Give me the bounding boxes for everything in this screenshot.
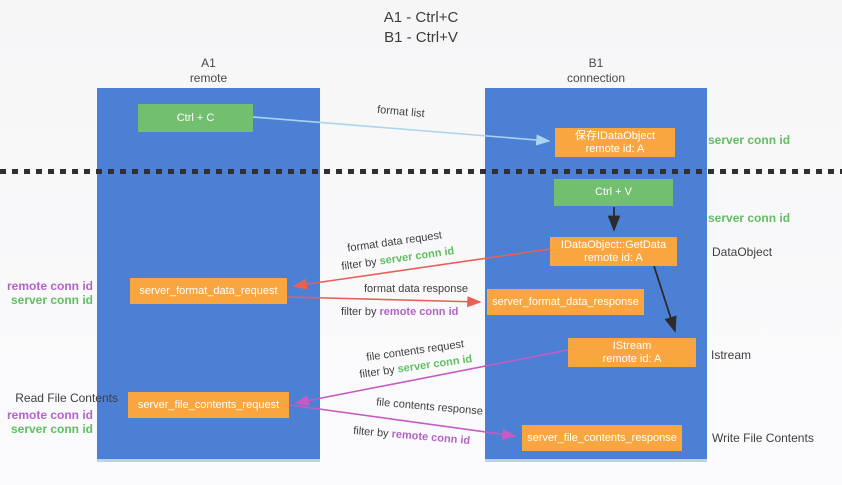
edge-label-filter-remote-1: filter by remote conn id <box>341 306 458 318</box>
side-label-istream: Istream <box>711 348 752 362</box>
edge-label-filter-remote-2: filter by remote conn id <box>353 425 471 447</box>
lane-right-role: connection <box>566 71 626 85</box>
side-label-server-conn-id-2: server conn id <box>10 422 93 436</box>
side-label-read-file-contents: Read File Contents <box>15 391 118 405</box>
node-ctrl-c[interactable]: Ctrl + C <box>138 104 253 132</box>
save-idataobject-line2: remote id: A <box>585 142 645 155</box>
remote-conn-id-text: remote conn id <box>391 428 471 448</box>
getdata-line2: remote id: A <box>584 251 643 264</box>
node-server-format-data-request[interactable]: server_format_data_request <box>130 278 287 304</box>
diagram-title: A1 - Ctrl+C B1 - Ctrl+V <box>0 8 842 48</box>
node-server-format-data-response-label: server_format_data_response <box>492 295 639 308</box>
edge-label-file-contents-response: file contents response <box>375 396 484 418</box>
filter-by-text: filter by <box>341 306 380 318</box>
filter-by-text: filter by <box>358 363 399 381</box>
remote-conn-id-text: remote conn id <box>379 306 459 318</box>
lane-left-role: remote <box>189 71 228 85</box>
phase-divider <box>0 169 842 174</box>
filter-by-text: filter by <box>340 255 381 273</box>
node-server-file-contents-request-label: server_file_contents_request <box>137 398 280 411</box>
node-ctrl-c-label: Ctrl + C <box>176 111 215 124</box>
edge-label-format-list: format list <box>376 103 426 121</box>
node-ctrl-v-label: Ctrl + V <box>595 186 632 198</box>
lane-right-name: B1 <box>588 56 604 70</box>
lane-header-right: B1 connection <box>485 56 707 86</box>
save-idataobject-line1: 保存IDataObject <box>574 129 656 142</box>
lane-left-name: A1 <box>201 56 216 70</box>
edge-label-format-data-response: format data response <box>364 283 468 295</box>
getdata-line1: IDataObject::GetData <box>560 238 667 251</box>
lane-header-left: A1 remote <box>97 56 320 86</box>
node-server-file-contents-response-label: server_file_contents_response <box>527 431 677 444</box>
title-line-2: B1 - Ctrl+V <box>384 29 458 46</box>
node-ctrl-v[interactable]: Ctrl + V <box>554 179 673 206</box>
side-label-write-file-contents: Write File Contents <box>712 431 814 445</box>
title-line-1: A1 - Ctrl+C <box>383 9 459 26</box>
side-label-server-conn-id-1: server conn id <box>10 293 93 307</box>
side-label-server-conn-id-mid: server conn id <box>708 211 791 225</box>
filter-by-text: filter by <box>352 424 393 441</box>
istream-line2: remote id: A <box>602 352 662 365</box>
istream-line1: IStream <box>612 339 652 352</box>
node-server-format-data-response[interactable]: server_format_data_response <box>487 289 644 315</box>
side-label-remote-conn-id-1: remote conn id <box>6 279 93 293</box>
side-label-remote-conn-id-2: remote conn id <box>6 408 93 422</box>
node-server-file-contents-request[interactable]: server_file_contents_request <box>128 392 289 418</box>
side-label-dataobject: DataObject <box>712 245 773 259</box>
side-label-server-conn-id-top: server conn id <box>708 133 791 147</box>
node-server-format-data-request-label: server_format_data_request <box>139 284 278 297</box>
node-server-file-contents-response[interactable]: server_file_contents_response <box>522 425 682 451</box>
